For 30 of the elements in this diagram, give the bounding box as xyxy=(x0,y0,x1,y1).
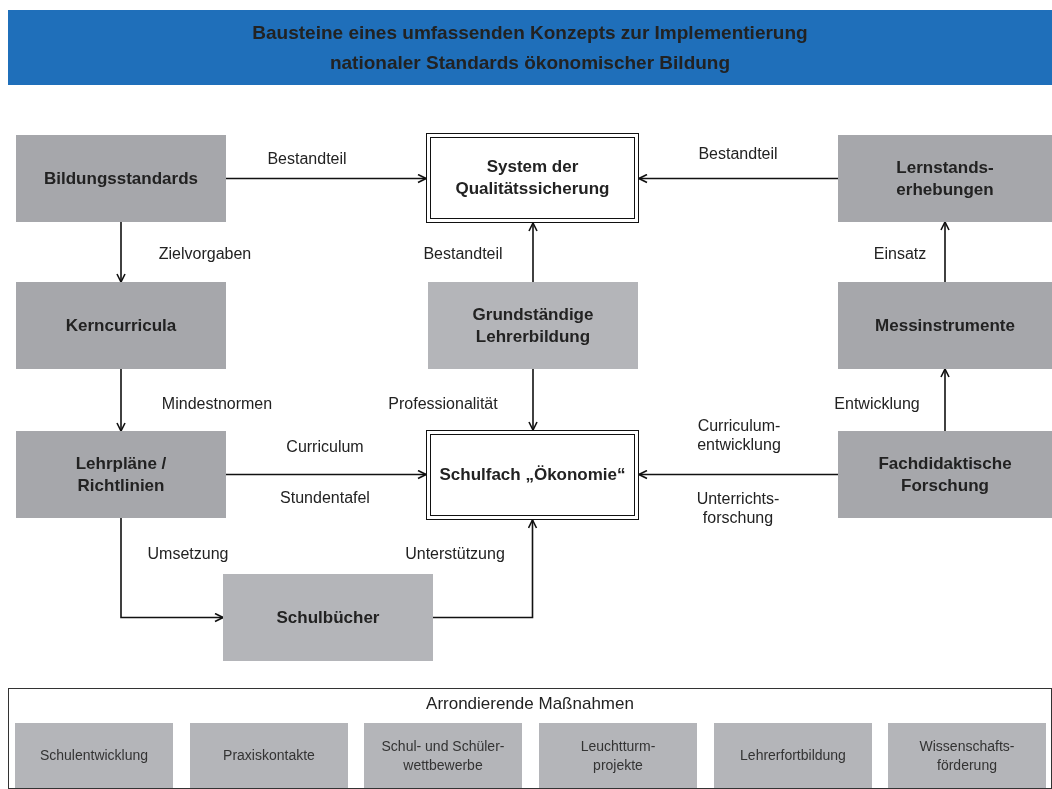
title-banner: Bausteine eines umfassenden Konzepts zur Implementierung nationaler Standards ökonomischer Bildung xyxy=(8,10,1052,85)
measure-box: Leuchtturm- projekte xyxy=(539,723,697,788)
concept-box: Lehrpläne / Richtlinien xyxy=(16,431,226,518)
arrow xyxy=(120,517,224,623)
arrow xyxy=(638,173,839,184)
arrow xyxy=(528,368,538,431)
arrow xyxy=(940,368,950,432)
measure-box: Schul- und Schüler- wettbewerbe xyxy=(364,723,522,788)
concept-box: Kerncurricula xyxy=(16,282,226,369)
arrow xyxy=(225,469,427,480)
concept-box: Lernstands- erhebungen xyxy=(838,135,1052,222)
concept-box: Schulbücher xyxy=(223,574,433,661)
arrow xyxy=(225,173,427,184)
central-box: System der Qualitätssicherung xyxy=(426,133,639,223)
arrow xyxy=(432,519,538,619)
arrow xyxy=(528,222,538,283)
central-box: Schulfach „Ökonomie“ xyxy=(426,430,639,520)
measure-box: Wissenschafts- förderung xyxy=(888,723,1046,788)
concept-box: Messinstrumente xyxy=(838,282,1052,369)
arrow xyxy=(116,221,126,283)
concept-box: Bildungsstandards xyxy=(16,135,226,222)
panel-heading: Arrondierende Maßnahmen xyxy=(425,694,635,714)
arrow xyxy=(116,368,126,432)
concept-box: Fachdidaktische Forschung xyxy=(838,431,1052,518)
arrow xyxy=(638,469,839,480)
measure-box: Schulentwicklung xyxy=(15,723,173,788)
concept-box: Grundständige Lehrerbildung xyxy=(428,282,638,369)
measure-box: Lehrerfortbildung xyxy=(714,723,872,788)
arrow xyxy=(940,221,950,283)
measure-box: Praxiskontakte xyxy=(190,723,348,788)
